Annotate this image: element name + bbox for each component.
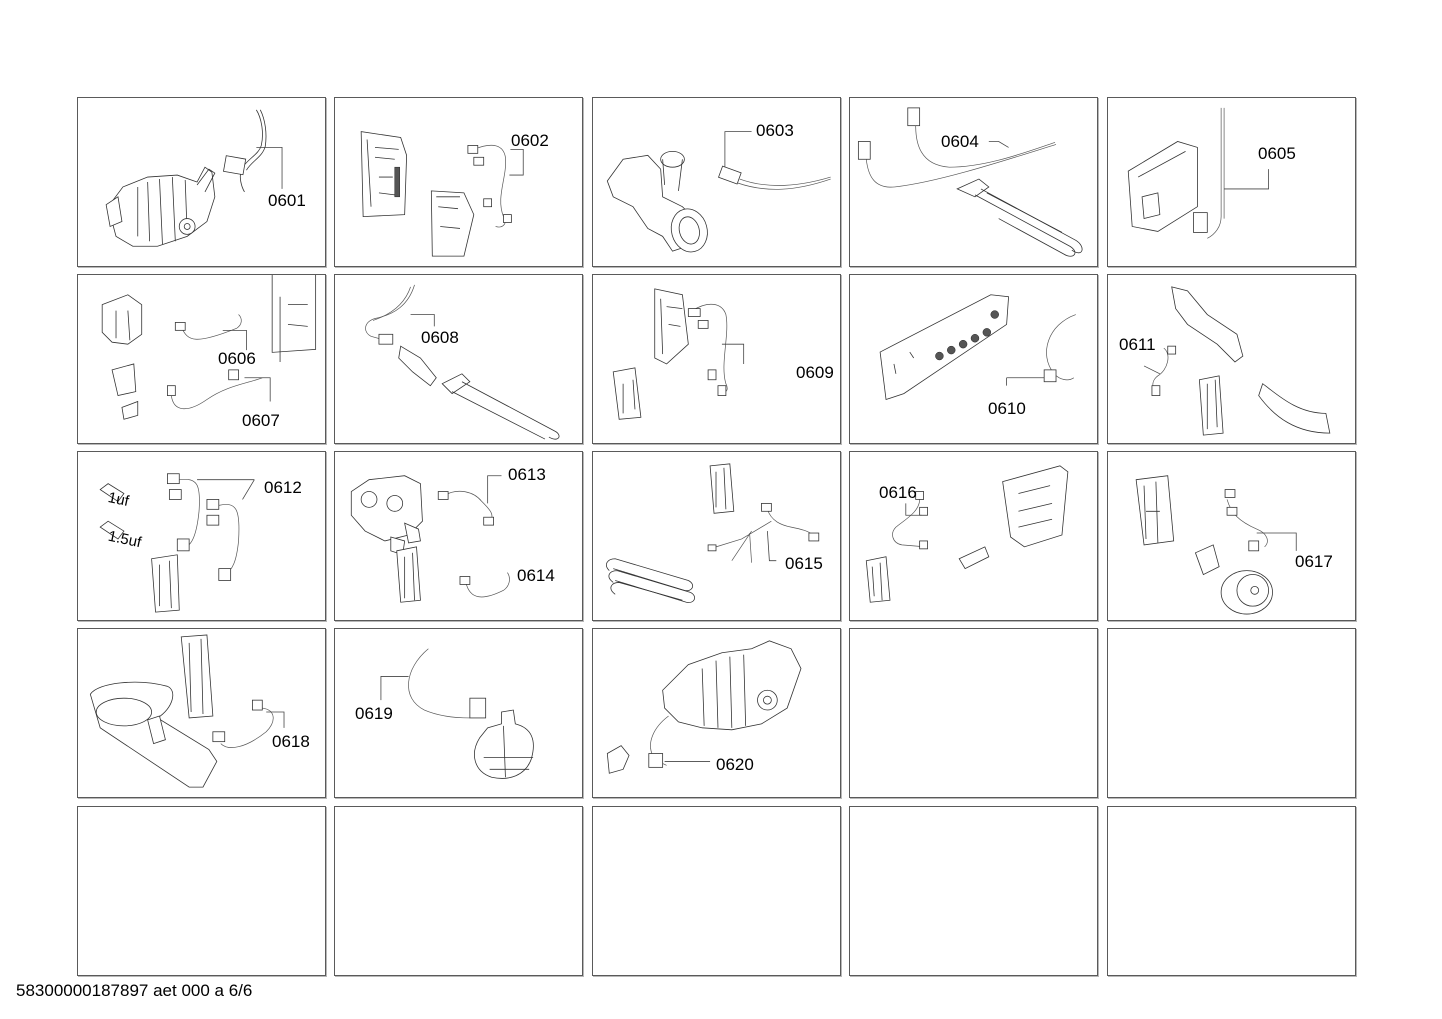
part-label: 0605 <box>1258 144 1296 163</box>
cell-0601: 0601 <box>77 97 326 267</box>
cell-empty <box>77 806 326 976</box>
cell-0612: 1uf 1.5uf 0612 <box>77 451 326 621</box>
control-board-illustration <box>360 131 524 257</box>
power-module-illustration <box>1127 107 1269 239</box>
part-label: 0610 <box>988 399 1026 418</box>
cell-0610: 0610 <box>849 274 1098 444</box>
cell-empty <box>849 806 1098 976</box>
heating-element-illustration <box>857 107 1083 257</box>
pressure-sensor-illustration <box>380 648 534 779</box>
cell-0603: 0603 <box>592 97 841 267</box>
part-label: 0604 <box>941 132 979 151</box>
part-label: 0618 <box>272 732 310 751</box>
part-label: 0620 <box>716 755 754 774</box>
drain-pump-illustration <box>606 131 831 253</box>
container-harness-illustration <box>865 465 1069 603</box>
part-label: 0617 <box>1295 552 1333 571</box>
part-label: 0611 <box>1119 335 1156 354</box>
capacitors-harness-illustration <box>99 473 255 613</box>
cell-empty <box>849 628 1098 798</box>
part-label: 0602 <box>511 131 549 150</box>
part-label: 0607 <box>242 411 280 430</box>
cell-empty <box>1107 806 1356 976</box>
heater-coil-illustration <box>606 463 820 603</box>
cell-0619: 0619 <box>334 628 583 798</box>
cell-empty <box>334 806 583 976</box>
part-label: 0608 <box>421 328 459 347</box>
part-label: 0606 <box>218 349 256 368</box>
part-label: 0614 <box>517 566 555 585</box>
cell-0613-0614: 0613 0614 <box>334 451 583 621</box>
cell-0604: 0604 <box>849 97 1098 267</box>
sensor-heater-illustration <box>365 284 560 440</box>
cell-0617: 0617 <box>1107 451 1356 621</box>
document-footer-code: 58300000187897 aet 000 a 6/6 <box>16 981 253 1000</box>
part-label: 0609 <box>796 363 834 382</box>
motor-connector-illustration <box>606 640 802 774</box>
cell-empty <box>1107 628 1356 798</box>
display-board-illustration <box>879 294 1076 401</box>
capacitor-label-1uf: 1uf <box>106 489 131 510</box>
cell-0609: 0609 <box>592 274 841 444</box>
cell-0611: 0611 <box>1107 274 1356 444</box>
cell-0615: 0615 <box>592 451 841 621</box>
cell-0620: 0620 <box>592 628 841 798</box>
part-label: 0615 <box>785 554 823 573</box>
cell-0605: 0605 <box>1107 97 1356 267</box>
valves-harness-illustration <box>101 275 317 420</box>
cell-0616: 0616 <box>849 451 1098 621</box>
part-label: 0616 <box>879 483 917 502</box>
motor-illustration <box>105 109 283 247</box>
cell-0602: 0602 <box>334 97 583 267</box>
valve-block-illustration <box>350 475 510 603</box>
fan-housing-illustration <box>89 634 285 788</box>
cell-0606-0607: 0606 0607 <box>77 274 326 444</box>
board-harness-illustration <box>612 288 745 420</box>
cell-0608: 0608 <box>334 274 583 444</box>
part-label: 0603 <box>756 121 794 140</box>
cell-0618: 0618 <box>77 628 326 798</box>
duct-harness-illustration <box>1143 286 1331 436</box>
part-label: 0612 <box>264 478 302 497</box>
part-label: 0619 <box>355 704 393 723</box>
fan-motor-illustration <box>1135 475 1297 615</box>
cell-empty <box>592 806 841 976</box>
part-label: 0601 <box>268 191 306 210</box>
part-label: 0613 <box>508 465 546 484</box>
